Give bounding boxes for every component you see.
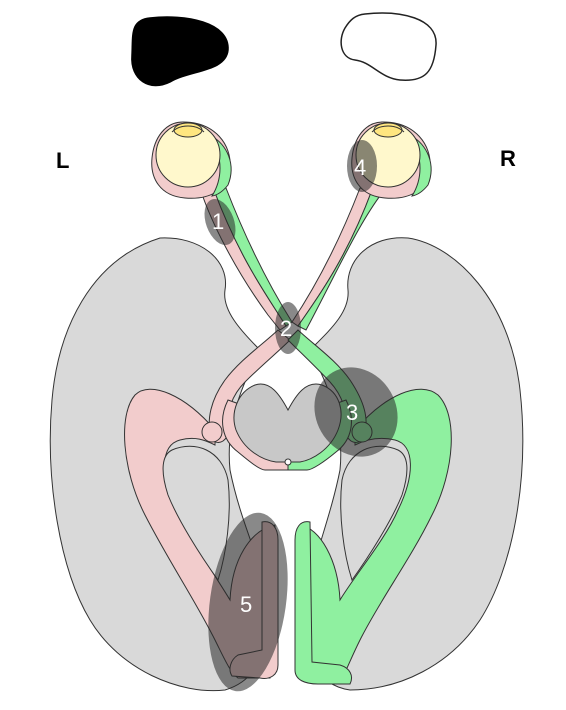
left-eye [151,121,232,199]
right-visual-field [340,12,437,81]
lesion-5-marker [208,512,288,692]
lesion-1-label: 1 [212,209,224,234]
lesion-2-label: 2 [280,316,292,341]
lesion-4-label: 4 [354,155,366,180]
right-side-label: R [500,146,516,171]
midline-dot [284,458,292,466]
lesion-4-marker [347,140,377,192]
left-visual-field [131,16,229,87]
right-loop-hole [340,445,408,582]
left-lgn [201,421,223,443]
lesion-3-label: 3 [346,400,358,425]
right-visual-cortex [294,521,353,685]
left-side-label: L [56,148,69,173]
lesion-2-marker [275,302,301,354]
lesion-3-marker [314,367,398,457]
lesion-5-label: 5 [240,592,252,617]
right-optic-nerve-green [297,187,388,331]
left-optic-tract [208,329,291,443]
lesion-1-marker [204,198,236,246]
